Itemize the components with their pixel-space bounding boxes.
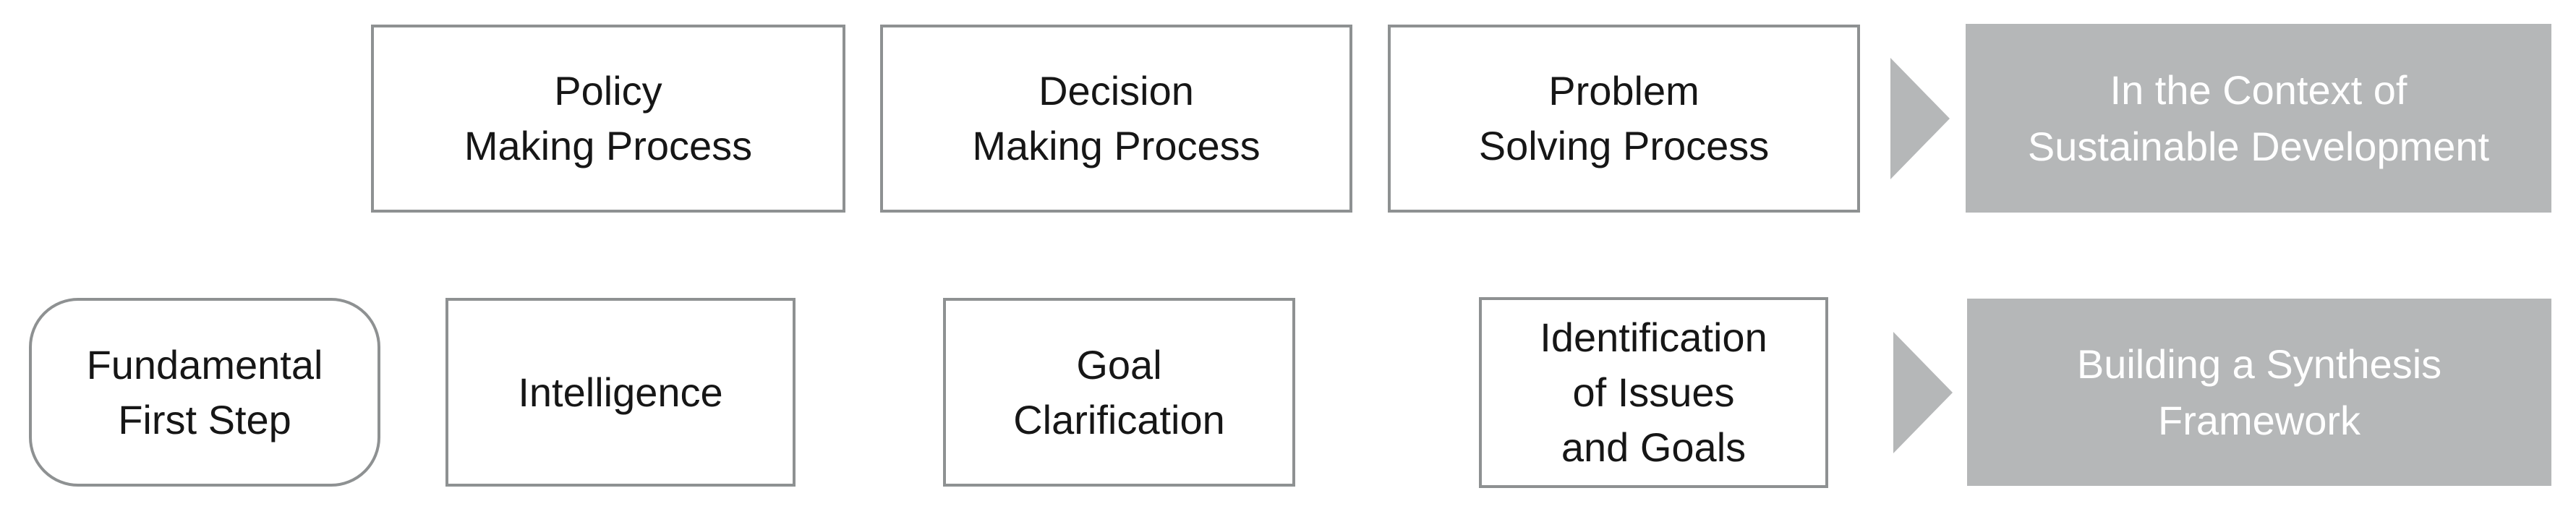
arrow-right-icon — [1893, 332, 1953, 453]
box-policy-making-process: Policy Making Process — [371, 25, 845, 213]
arrow-right-icon — [1890, 58, 1950, 179]
result-label: Building a Synthesis Framework — [2076, 341, 2442, 443]
box-label: Intelligence — [518, 369, 723, 415]
box-label: Fundamental First Step — [86, 341, 323, 442]
box-goal-clarification: Goal Clarification — [943, 298, 1295, 487]
box-label: Identification of Issues and Goals — [1540, 315, 1767, 470]
result-box-synthesis-framework: Building a Synthesis Framework — [1967, 299, 2551, 486]
box-label: Policy Making Process — [464, 68, 753, 168]
box-fundamental-first-step: Fundamental First Step — [29, 298, 380, 487]
result-box-sustainable-development: In the Context of Sustainable Developmen… — [1966, 24, 2551, 213]
box-label: Problem Solving Process — [1478, 68, 1770, 168]
box-intelligence: Intelligence — [445, 298, 796, 487]
box-label: Decision Making Process — [972, 68, 1261, 168]
box-problem-solving-process: Problem Solving Process — [1388, 25, 1860, 213]
result-label: In the Context of Sustainable Developmen… — [2027, 67, 2490, 169]
box-label: Goal Clarification — [1013, 341, 1225, 442]
box-identification-of-issues-and-goals: Identification of Issues and Goals — [1479, 297, 1828, 488]
box-decision-making-process: Decision Making Process — [880, 25, 1352, 213]
